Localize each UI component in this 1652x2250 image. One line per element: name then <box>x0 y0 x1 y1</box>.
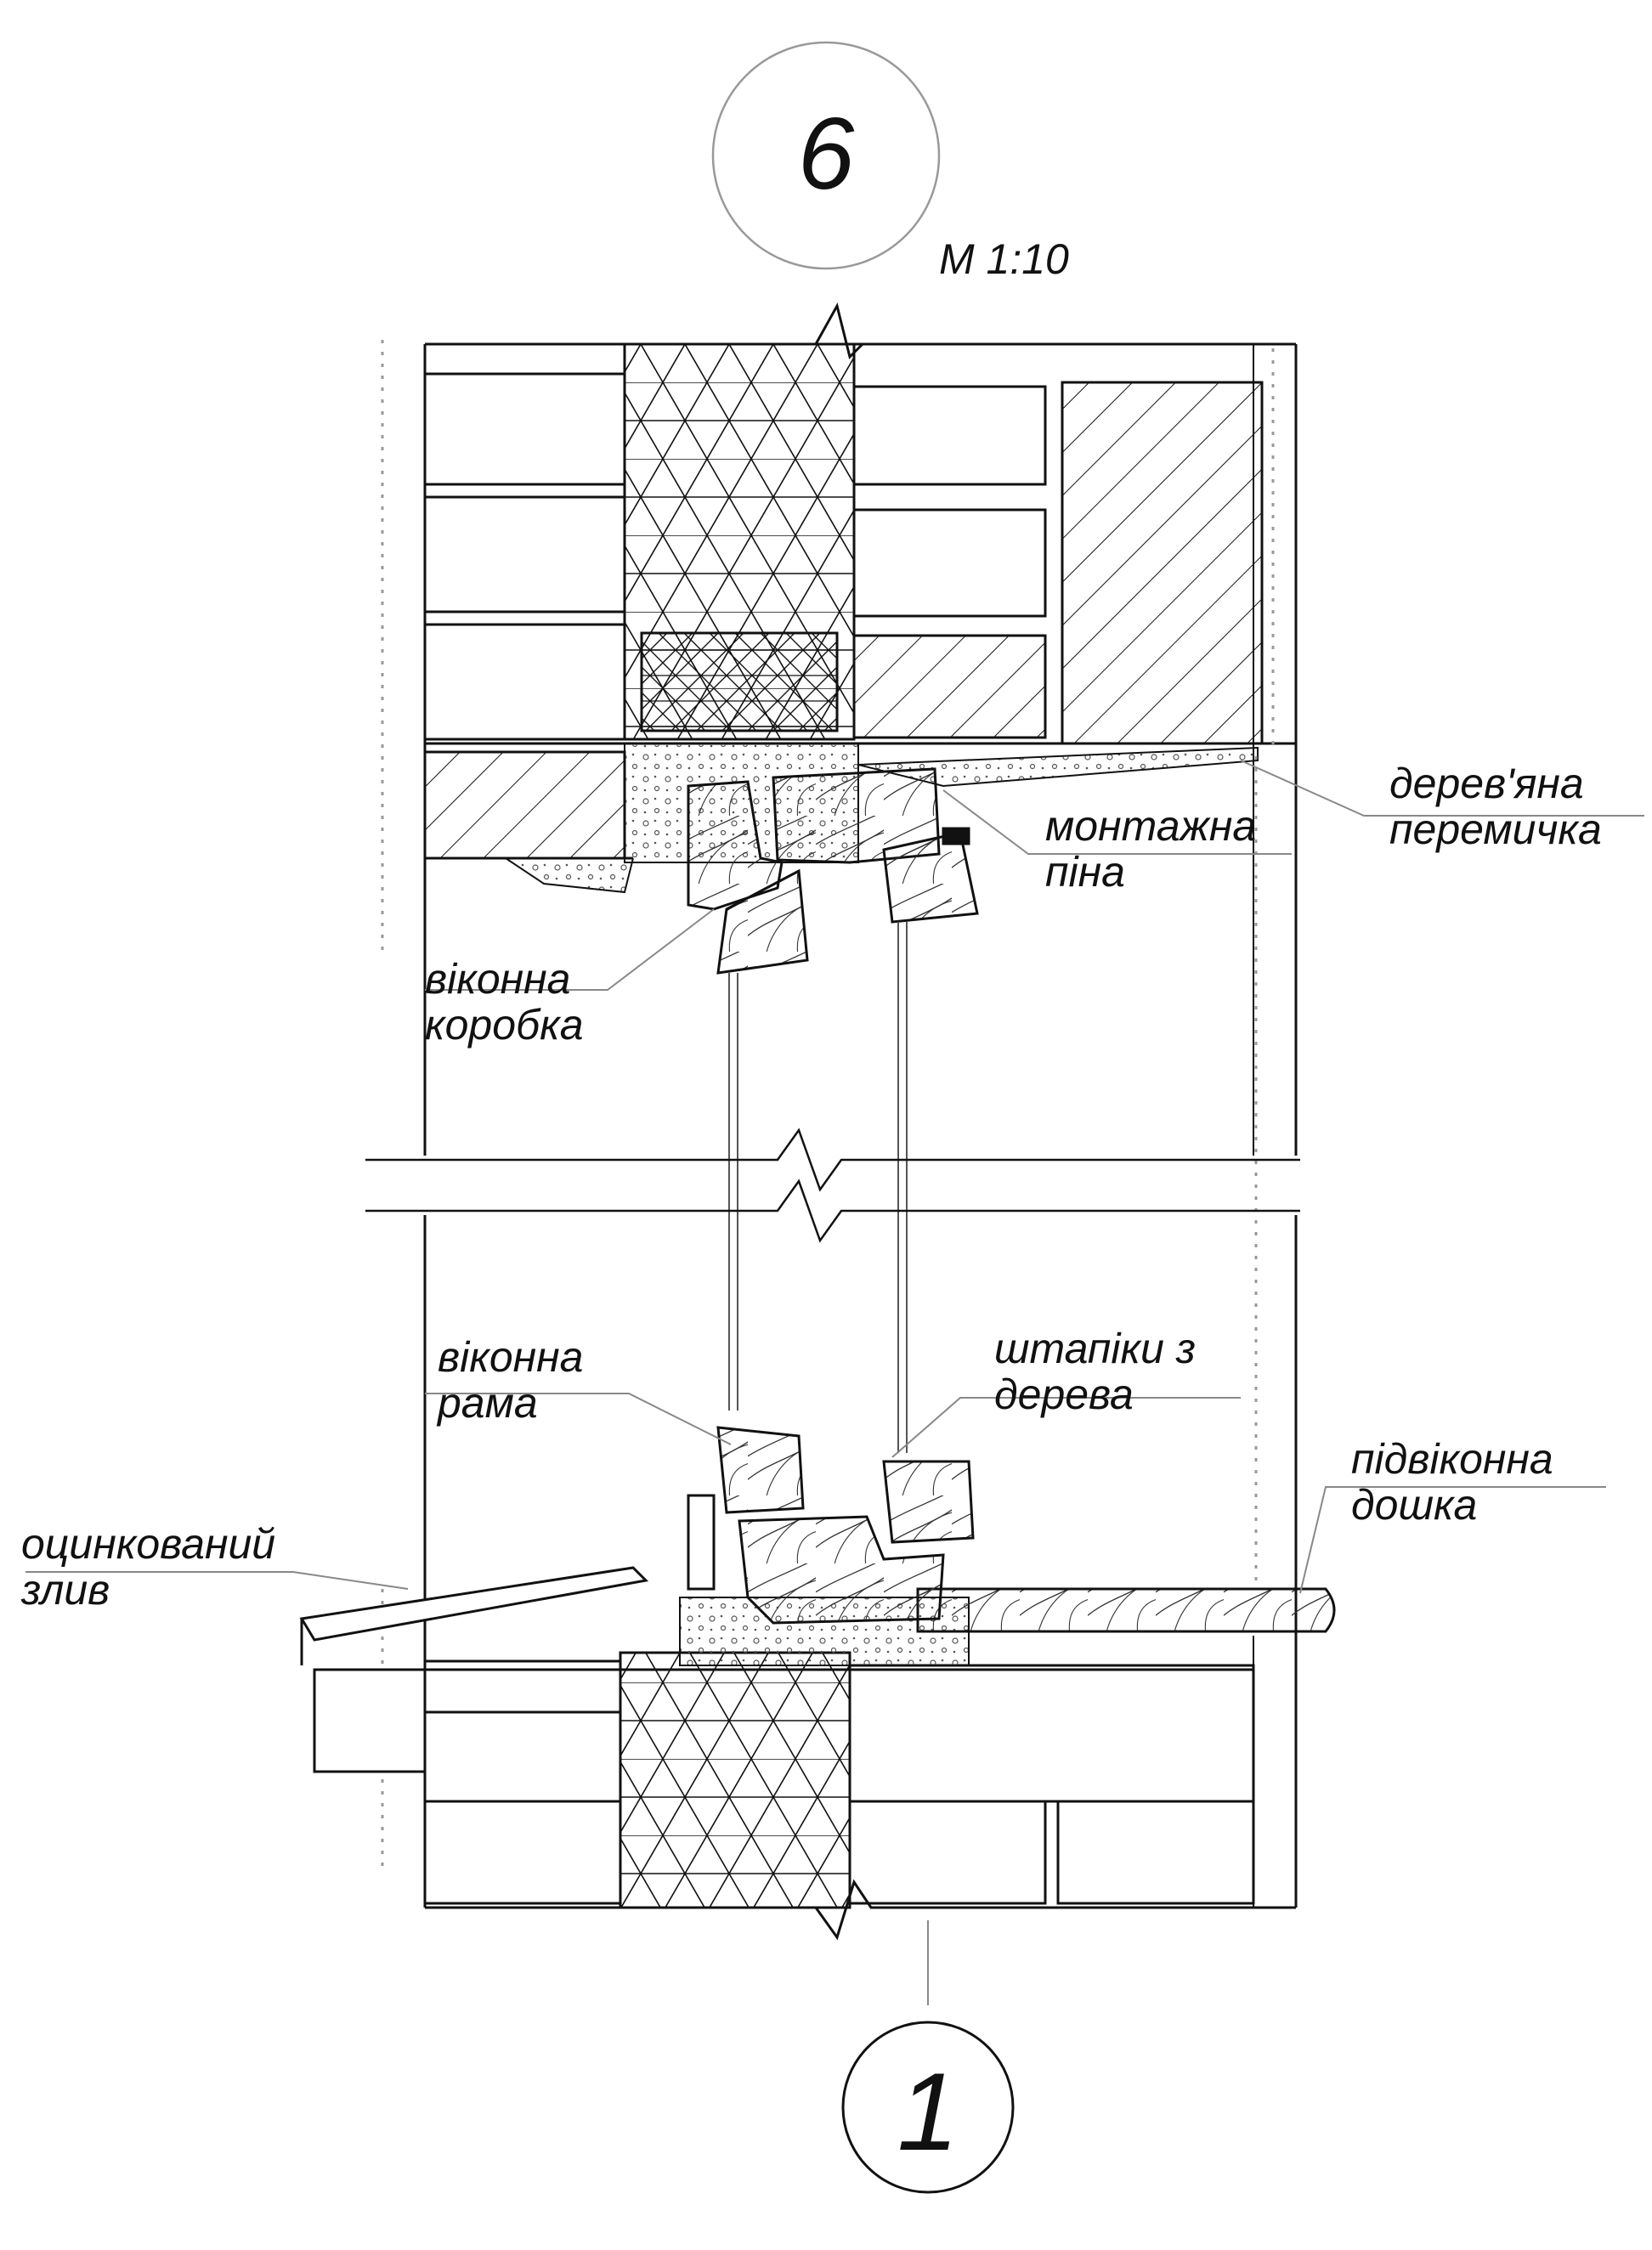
label-sash-line1: віконна <box>438 1333 584 1381</box>
leader-lines <box>25 760 1644 2005</box>
lower-wall <box>299 1215 1336 1941</box>
upper-wall <box>423 302 1298 1156</box>
label-foam-line2: піна <box>1045 848 1125 896</box>
label-foam-line1: монтажна <box>1045 802 1257 850</box>
reference-number: 1 <box>897 2049 959 2174</box>
label-frame-box-line2: коробка <box>425 1001 584 1049</box>
label-sill-board-line1: підвіконна <box>1351 1435 1553 1483</box>
glazing-lines <box>728 922 908 1453</box>
label-beads: штапіки з дерева <box>994 1326 1196 1417</box>
label-sash: віконна рама <box>438 1334 583 1426</box>
detail-number: 6 <box>798 97 855 211</box>
upper-frame <box>687 767 979 975</box>
detail-bubble <box>711 41 941 270</box>
label-frame-box-line1: віконна <box>425 955 571 1003</box>
label-lintel-line1: дерев'яна <box>1389 760 1584 807</box>
label-drip-line1: оцинкований <box>21 1520 276 1568</box>
label-lintel-line2: перемичка <box>1389 806 1602 853</box>
scale-label: M 1:10 <box>939 235 1069 283</box>
reference-bubble <box>841 2021 1015 2194</box>
section-break <box>365 1128 1300 1243</box>
label-lintel: дерев'яна перемичка <box>1389 760 1602 852</box>
label-drip: оцинкований злив <box>21 1521 275 1613</box>
label-drip-line2: злив <box>21 1566 110 1614</box>
label-beads-line2: дерева <box>994 1371 1134 1418</box>
label-sill-board: підвіконна дошка <box>1351 1436 1553 1528</box>
label-sash-line2: рама <box>438 1379 538 1427</box>
lower-frame <box>687 1426 975 1625</box>
label-sill-board-line2: дошка <box>1351 1481 1478 1529</box>
label-beads-line1: штапіки з <box>994 1325 1197 1372</box>
label-frame-box: віконна коробка <box>425 956 584 1048</box>
label-foam: монтажна піна <box>1045 803 1256 895</box>
